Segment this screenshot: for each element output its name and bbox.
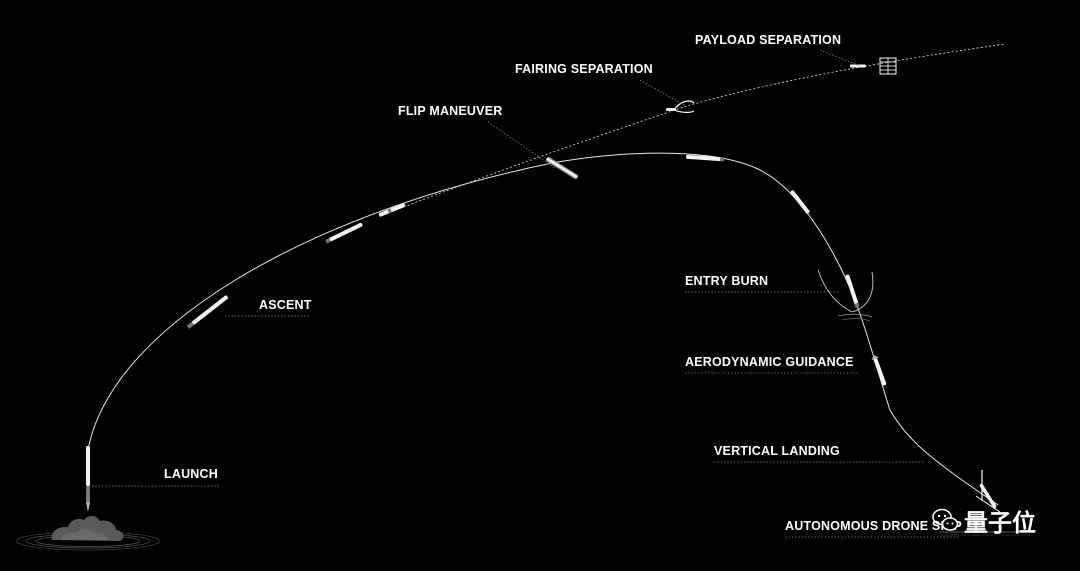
leader-flip	[487, 121, 556, 169]
rocket-entry-burn	[845, 274, 860, 308]
drone-ship	[940, 470, 1030, 536]
rocket-ascent-2	[325, 222, 363, 244]
rocket-launch	[86, 446, 90, 512]
watermark: 量子位	[932, 508, 1036, 537]
fairing-halves	[666, 100, 695, 113]
payload-satellite	[850, 57, 897, 75]
label-entry-burn: ENTRY BURN	[685, 274, 768, 288]
launch-pad	[15, 515, 161, 551]
rocket-flip	[545, 156, 579, 180]
wechat-icon	[932, 508, 959, 531]
label-launch: LAUNCH	[164, 467, 218, 481]
label-payload-separation: PAYLOAD SEPARATION	[695, 33, 841, 47]
rocket-coast	[686, 154, 725, 162]
label-aerodynamic-guidance: AERODYNAMIC GUIDANCE	[685, 355, 854, 369]
leader-fairing	[639, 79, 687, 107]
leader-payload	[819, 49, 861, 67]
label-flip-maneuver: FLIP MANEUVER	[398, 104, 502, 118]
rocket-descent-1	[790, 190, 810, 214]
rocket-ascent	[186, 295, 228, 329]
label-autonomous-drone-ship: AUTONOMOUS DRONE SHIP	[785, 519, 962, 533]
rocket-stage-separation	[378, 203, 406, 217]
entry-burn-plume	[817, 269, 874, 322]
first-stage-trajectory	[87, 152, 999, 510]
label-fairing-separation: FAIRING SEPARATION	[515, 62, 653, 76]
rocket-aero-guidance	[871, 355, 887, 386]
rocket-landing	[979, 483, 997, 509]
upper-stage-trajectory	[379, 43, 1006, 217]
label-ascent: ASCENT	[259, 298, 312, 312]
watermark-text: 量子位	[964, 509, 1036, 537]
label-vertical-landing: VERTICAL LANDING	[714, 444, 840, 458]
